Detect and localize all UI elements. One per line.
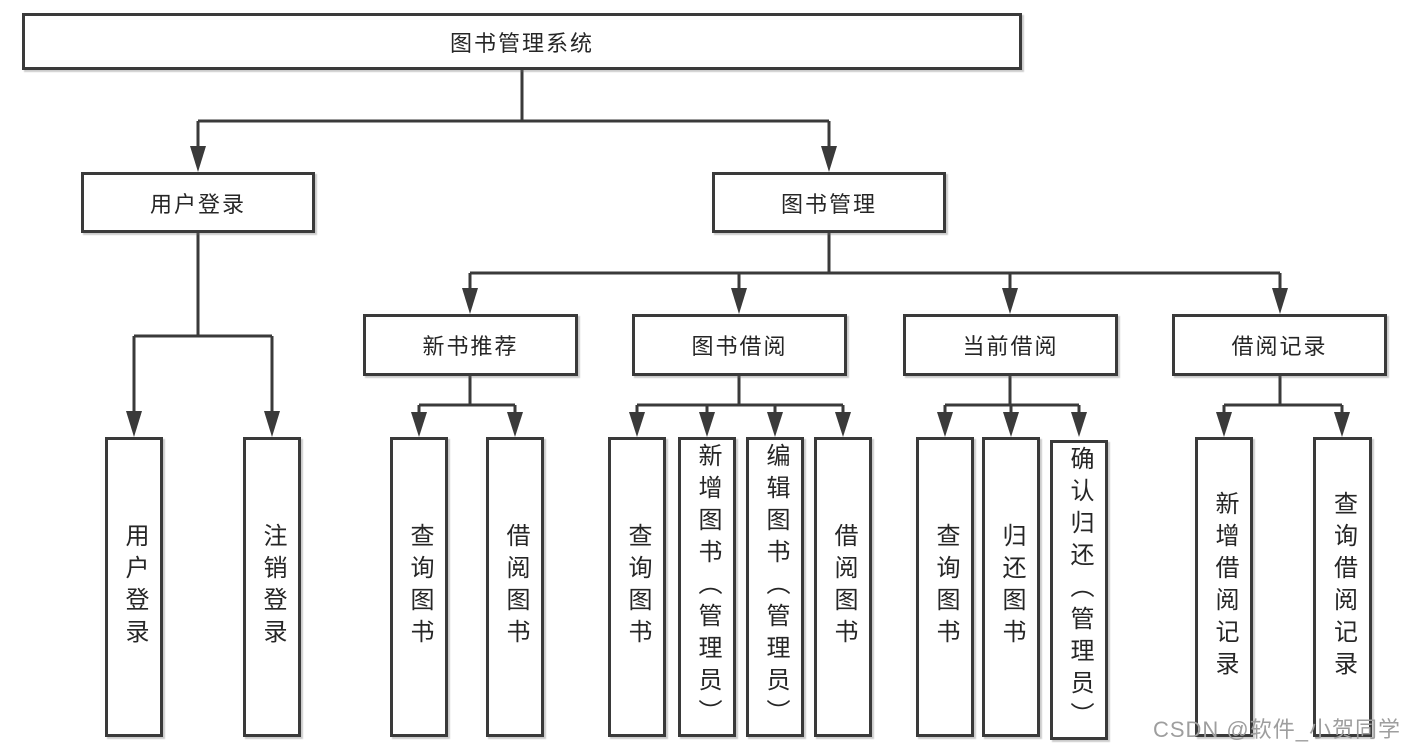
node-book-management: 图书管理 bbox=[712, 172, 946, 233]
node-new-book-recommend-label: 新书推荐 bbox=[422, 334, 519, 359]
leaf-edit-books-admin: 编辑图书（管理员） bbox=[746, 437, 804, 737]
leaf-confirm-return-admin: 确认归还（管理员） bbox=[1050, 440, 1108, 740]
leaf-add-borrow-record: 新增借阅记录 bbox=[1195, 437, 1253, 737]
leaf-return-books-label: 归还图书 bbox=[998, 523, 1025, 651]
leaf-add-borrow-record-label: 新增借阅记录 bbox=[1211, 491, 1238, 683]
connector-user-login-to-leaves bbox=[126, 233, 280, 437]
csdn-watermark: CSDN @软件_小贺同学 bbox=[1152, 717, 1401, 742]
connector-current-borrow-to-leaves bbox=[937, 376, 1087, 437]
connector-root-to-level2 bbox=[190, 70, 837, 172]
leaf-add-books-admin: 新增图书（管理员） bbox=[678, 437, 736, 737]
leaf-confirm-return-admin-label: 确认归还（管理员） bbox=[1066, 446, 1093, 734]
node-book-management-label: 图书管理 bbox=[780, 191, 877, 217]
node-library-system: 图书管理系统 bbox=[22, 13, 1022, 70]
node-book-borrow: 图书借阅 bbox=[632, 314, 847, 376]
leaf-query-books-borrow-label: 查询图书 bbox=[624, 523, 651, 651]
leaf-borrow-books-label: 借阅图书 bbox=[830, 523, 857, 651]
leaf-user-login-label: 用户登录 bbox=[121, 523, 148, 651]
node-borrow-records-label: 借阅记录 bbox=[1231, 334, 1328, 359]
node-current-borrow-label: 当前借阅 bbox=[962, 334, 1059, 359]
leaf-user-login: 用户登录 bbox=[105, 437, 163, 737]
node-library-system-label: 图书管理系统 bbox=[449, 30, 594, 56]
connector-borrow-records-to-leaves bbox=[1216, 376, 1350, 437]
leaf-borrow-books-recommend-label: 借阅图书 bbox=[502, 523, 529, 651]
leaf-edit-books-admin-label: 编辑图书（管理员） bbox=[762, 443, 789, 731]
leaf-query-books-current: 查询图书 bbox=[916, 437, 974, 737]
leaf-return-books: 归还图书 bbox=[982, 437, 1040, 737]
leaf-logout-label: 注销登录 bbox=[259, 523, 286, 651]
leaf-query-borrow-record-label: 查询借阅记录 bbox=[1329, 491, 1357, 683]
node-user-login: 用户登录 bbox=[81, 172, 315, 233]
leaf-logout: 注销登录 bbox=[243, 437, 301, 737]
leaf-query-books-current-label: 查询图书 bbox=[932, 523, 959, 651]
node-current-borrow: 当前借阅 bbox=[903, 314, 1118, 376]
leaf-query-borrow-record: 查询借阅记录 bbox=[1313, 437, 1372, 737]
leaf-borrow-books: 借阅图书 bbox=[814, 437, 872, 737]
node-new-book-recommend: 新书推荐 bbox=[363, 314, 578, 376]
connector-book-borrow-to-leaves bbox=[629, 376, 851, 437]
connector-book-management-to-level3 bbox=[462, 233, 1288, 314]
leaf-add-books-admin-label: 新增图书（管理员） bbox=[694, 443, 721, 731]
leaf-borrow-books-recommend: 借阅图书 bbox=[486, 437, 544, 737]
connector-new-book-to-leaves bbox=[411, 376, 523, 437]
node-user-login-label: 用户登录 bbox=[149, 191, 246, 217]
node-borrow-records: 借阅记录 bbox=[1172, 314, 1387, 376]
node-book-borrow-label: 图书借阅 bbox=[691, 334, 788, 359]
leaf-query-books-recommend: 查询图书 bbox=[390, 437, 448, 737]
leaf-query-books-borrow: 查询图书 bbox=[608, 437, 666, 737]
leaf-query-books-recommend-label: 查询图书 bbox=[406, 523, 433, 651]
